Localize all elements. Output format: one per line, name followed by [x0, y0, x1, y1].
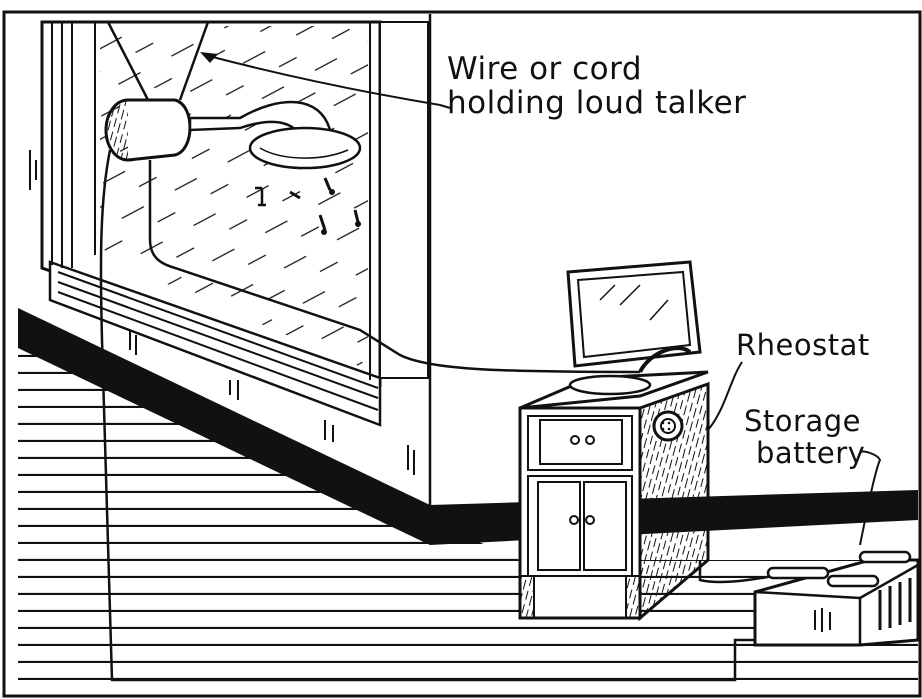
label-wire-line2: holding loud talker	[447, 86, 746, 120]
label-storage-battery: Storage battery	[744, 406, 865, 470]
label-storage-line1: Storage	[744, 406, 865, 438]
label-storage-line2: battery	[744, 438, 865, 470]
label-rheostat: Rheostat	[736, 330, 870, 362]
label-wire-line1: Wire or cord	[447, 52, 746, 86]
label-wire-or-cord: Wire or cord holding loud talker	[447, 52, 746, 120]
